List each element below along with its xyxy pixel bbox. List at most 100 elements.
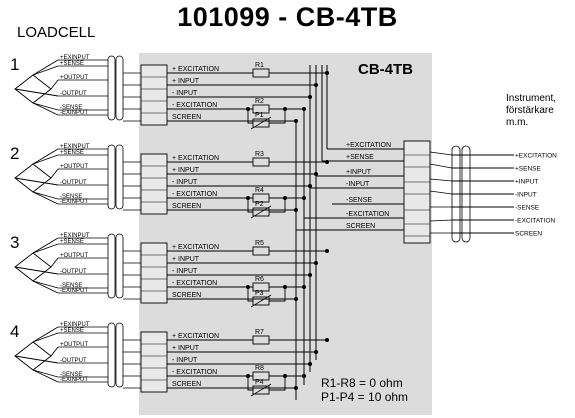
terminal-label: - EXCITATION	[172, 191, 217, 198]
resistor-label: R1	[255, 62, 264, 69]
cable-shield	[115, 144, 124, 210]
wire-label: -SENSE	[60, 194, 82, 200]
resistor-label: R3	[255, 151, 264, 158]
terminal-label: SCREEN	[172, 292, 201, 299]
instrument-signal-label: +SENSE	[515, 166, 541, 173]
resistor-label: R5	[255, 240, 264, 247]
loadcell-number: 4	[10, 322, 19, 341]
wire-label: +SENSE	[60, 150, 84, 156]
input-terminal-block	[140, 153, 168, 215]
terminal-label: + EXCITATION	[172, 66, 219, 73]
junction-dot	[325, 249, 329, 253]
wire-label: -EXINPUT	[60, 288, 88, 294]
bridge-wire	[50, 79, 59, 90]
board-label: CB-4TB	[358, 61, 413, 78]
strain-gauge-bridge	[14, 74, 52, 104]
output-terminal-block	[403, 140, 431, 244]
output-label: -INPUT	[346, 181, 370, 188]
bridge-wire	[32, 102, 59, 111]
wire-label: -OUTPUT	[60, 91, 87, 97]
junction-dot	[283, 374, 287, 378]
pot-wire	[247, 198, 253, 213]
instrument-wire	[429, 219, 453, 222]
input-terminal-block	[140, 242, 168, 304]
bridge-wire	[50, 257, 59, 268]
cable-shield	[115, 55, 124, 121]
loadcell-number: 3	[10, 233, 19, 252]
cable-shield	[115, 233, 124, 299]
bridge-wire	[32, 326, 59, 343]
wire-label: -OUTPUT	[60, 180, 87, 186]
terminal-label: + INPUT	[172, 256, 200, 263]
bridge-wire	[50, 346, 59, 357]
pot-wire	[269, 376, 286, 391]
instrument-wire	[429, 151, 453, 156]
bridge-wire	[32, 280, 59, 294]
pot-note: P1-P4 = 10 ohm	[321, 390, 409, 404]
strain-gauge-bridge	[14, 341, 52, 371]
cable-shield	[107, 233, 116, 299]
resistor-note: R1-R8 = 0 ohm	[321, 376, 403, 390]
input-terminal-block	[140, 331, 168, 393]
junction-dot	[246, 107, 250, 111]
bridge-wire	[32, 154, 59, 165]
pot-wire	[247, 376, 253, 391]
input-terminal-block	[140, 64, 168, 126]
potentiometer-arrow	[250, 294, 272, 308]
diagram-title: 101099 - CB-4TB	[177, 2, 398, 32]
loadcell-number: 1	[10, 55, 19, 74]
instrument-signal-label: -INPUT	[515, 192, 537, 199]
terminal-label: - INPUT	[172, 90, 198, 97]
terminal-label: - INPUT	[172, 357, 198, 364]
wire-label: +SENSE	[60, 239, 84, 245]
resistor-label: R6	[255, 276, 264, 283]
potentiometer-label: P1	[255, 112, 264, 119]
instrument-signal-label: -EXCITATION	[515, 218, 556, 225]
bridge-wire	[14, 88, 59, 97]
instrument-signal-label: +INPUT	[515, 179, 538, 186]
loadcell-number: 2	[10, 144, 19, 163]
output-label: +EXCITATION	[346, 142, 391, 149]
resistor-label: R7	[255, 329, 264, 336]
instrument-wire	[429, 163, 453, 169]
bridge-wire	[32, 59, 59, 76]
pot-wire	[247, 287, 253, 302]
wire-label: +EXINPUT	[60, 55, 90, 61]
bridge-wire	[32, 191, 59, 200]
output-label: +INPUT	[346, 169, 372, 176]
wire-label: -EXINPUT	[60, 110, 88, 116]
wire-label: -EXINPUT	[60, 199, 88, 205]
terminal-label: + EXCITATION	[172, 244, 219, 251]
wire-label: +OUTPUT	[60, 75, 89, 81]
cable-shield	[107, 144, 116, 210]
wire-label: +EXINPUT	[60, 322, 90, 328]
cable-shield	[107, 55, 116, 121]
bridge-wire	[32, 65, 59, 76]
bridge-wire	[32, 148, 59, 165]
output-label: -SENSE	[346, 197, 372, 204]
bridge-wire	[14, 266, 59, 275]
instrument-label: Instrument, förstärkare m.m.	[506, 93, 574, 129]
cable-shield	[115, 322, 124, 388]
pot-wire	[269, 109, 286, 124]
terminal-label: - INPUT	[172, 179, 198, 186]
wire-label: +EXINPUT	[60, 144, 90, 150]
bridge-wire	[50, 168, 59, 179]
potentiometer-label: P2	[255, 201, 264, 208]
wire-label: +SENSE	[60, 328, 84, 334]
bridge-wire	[32, 280, 59, 289]
potentiometer-arrow	[250, 116, 272, 130]
bridge-wire	[14, 177, 59, 186]
potentiometer-label: P3	[255, 290, 264, 297]
wire-label: -SENSE	[60, 105, 82, 111]
wire-label: -SENSE	[60, 372, 82, 378]
terminal-label: - EXCITATION	[172, 280, 217, 287]
strain-gauge-bridge	[14, 163, 52, 193]
strain-gauge-bridge	[14, 252, 52, 282]
terminal-label: + INPUT	[172, 345, 200, 352]
potentiometer-label: P4	[255, 379, 264, 386]
junction-dot	[325, 160, 329, 164]
bridge-wire	[32, 243, 59, 254]
terminal-label: + INPUT	[172, 78, 200, 85]
terminal-label: - EXCITATION	[172, 102, 217, 109]
